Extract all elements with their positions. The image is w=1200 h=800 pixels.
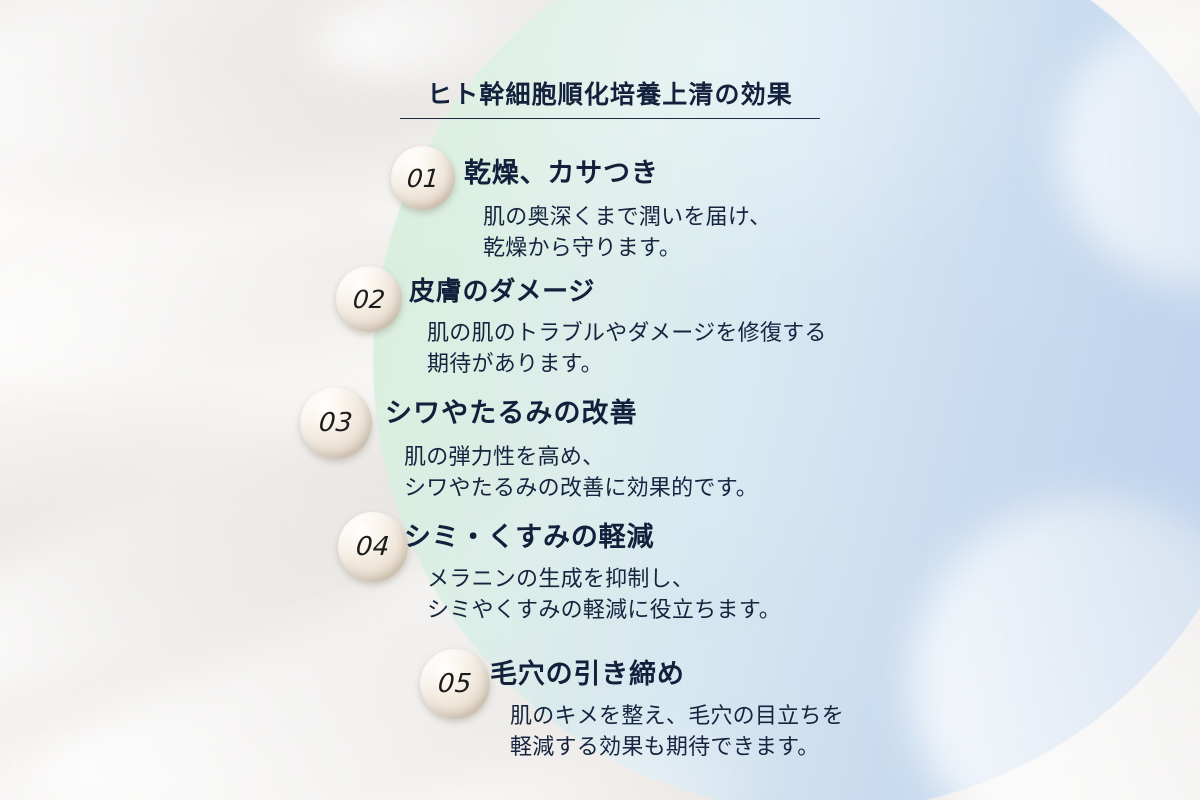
description-line: 肌の肌のトラブルやダメージを修復する [427, 320, 827, 345]
page-title: ヒト幹細胞順化培養上清の効果 [427, 82, 793, 109]
description-line: 軽減する効果も期待できます。 [510, 734, 820, 760]
description-line: 肌の奥深くまで潤いを届け、 [483, 204, 772, 229]
description-line: 肌の弾力性を高め、 [404, 444, 605, 469]
effect-heading-04: シミ・くすみの軽減 [404, 522, 655, 552]
description-line: 肌のキメを整え、毛穴の目立ちを [510, 703, 844, 728]
number-badge-02: 02 [336, 266, 402, 332]
effect-heading-01: 乾燥、カサつき [464, 158, 659, 188]
effect-description-03: 肌の弾力性を高め、 シワやたるみの改善に効果的です。 [404, 441, 758, 503]
number-badge-03: 03 [300, 387, 372, 459]
number-badge-04: 04 [338, 512, 408, 582]
number-badge-05: 05 [420, 649, 490, 719]
description-line: 期待があります。 [427, 351, 603, 377]
effect-description-05: 肌のキメを整え、毛穴の目立ちを 軽減する効果も期待できます。 [510, 700, 844, 762]
effect-heading-03: シワやたるみの改善 [385, 398, 638, 428]
number-badge-label: 05 [436, 669, 474, 699]
effect-description-01: 肌の奥深くまで潤いを届け、 乾燥から守ります。 [483, 201, 771, 263]
description-line: メラニンの生成を抑制し、 [427, 566, 695, 591]
title-underline [400, 117, 820, 119]
effect-heading-02: 皮膚のダメージ [409, 277, 596, 306]
number-badge-01: 01 [391, 146, 455, 210]
effect-heading-05: 毛穴の引き締め [490, 659, 685, 689]
description-line: シワやたるみの改善に効果的です。 [404, 475, 759, 501]
effect-description-02: 肌の肌のトラブルやダメージを修復する 期待があります。 [427, 317, 827, 379]
description-line: 乾燥から守ります。 [483, 235, 682, 261]
effect-description-04: メラニンの生成を抑制し、 シミやくすみの軽減に役立ちます。 [427, 563, 781, 625]
number-badge-label: 04 [354, 532, 392, 562]
number-badge-label: 02 [351, 284, 387, 314]
number-badge-label: 01 [405, 163, 441, 193]
description-line: シミやくすみの軽減に役立ちます。 [427, 597, 782, 623]
number-badge-label: 03 [317, 408, 355, 438]
page-title-block: ヒト幹細胞順化培養上清の効果 [400, 82, 820, 119]
